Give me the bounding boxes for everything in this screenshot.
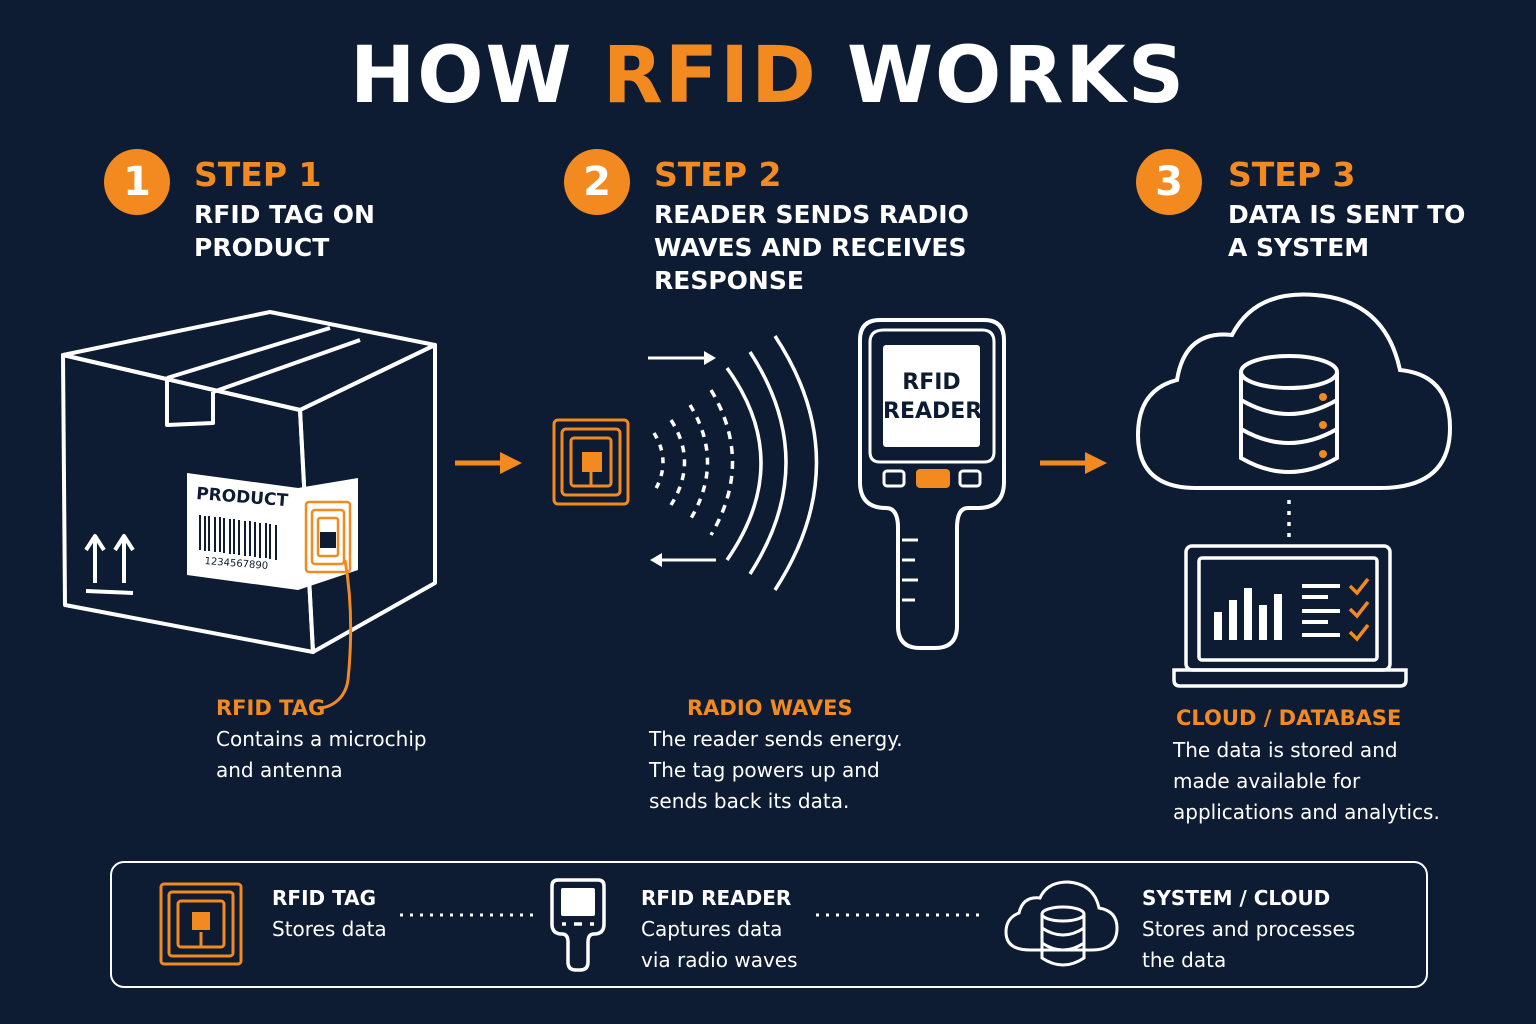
title-part1: HOW	[349, 31, 603, 121]
step-3-label: STEP 3	[1228, 155, 1356, 194]
legend-reader-title: RFID READER	[641, 886, 792, 910]
legend-reader-icon	[550, 878, 606, 972]
title-accent: RFID	[602, 31, 818, 121]
legend-cloud-icon	[1004, 880, 1119, 967]
receive-arrow-icon	[650, 553, 716, 567]
tag-leader-line	[317, 559, 353, 710]
legend-tag-icon	[159, 882, 243, 966]
arrow-right-icon-2	[1040, 452, 1107, 474]
cloud-icon	[1135, 292, 1453, 490]
legend-reader-text: Captures data via radio waves	[641, 917, 798, 972]
caption-radio-waves-title: RADIO WAVES	[687, 696, 853, 720]
step-2-description: READER SENDS RADIO WAVES AND RECEIVES RE…	[654, 200, 969, 295]
legend-cloud-title: SYSTEM / CLOUD	[1142, 886, 1331, 910]
bar-chart-icon	[1214, 588, 1282, 640]
step-2-number-badge: 2	[564, 149, 630, 215]
transmit-arrow-icon	[648, 351, 716, 365]
laptop-icon	[1172, 544, 1408, 688]
caption-cloud-text: The data is stored and made available fo…	[1173, 738, 1440, 824]
caption-cloud-title: CLOUD / DATABASE	[1176, 706, 1402, 730]
reader-screen-line1: RFID	[902, 370, 961, 395]
rfid-reader-icon	[858, 318, 1006, 650]
step-1-label: STEP 1	[194, 155, 322, 194]
page-title: HOW RFID WORKS	[0, 26, 1536, 126]
radio-waves-icon	[652, 335, 819, 591]
checklist-icon	[1302, 577, 1370, 642]
reader-screen-line2: READER	[883, 399, 983, 424]
step-3-number-badge: 3	[1136, 149, 1202, 215]
product-label	[187, 473, 358, 590]
database-icon	[1239, 354, 1339, 474]
rfid-tag-icon	[552, 418, 630, 506]
step-1-number-badge: 1	[104, 149, 170, 215]
caption-radio-waves-text: The reader sends energy. The tag powers …	[649, 727, 903, 813]
arrow-right-icon	[455, 452, 522, 474]
reader-screen: RFID READER	[883, 368, 983, 426]
reader-trigger-button	[916, 469, 950, 488]
legend-panel	[110, 861, 1428, 988]
step-2-label: STEP 2	[654, 155, 782, 194]
caption-rfid-tag-text: Contains a microchip and antenna	[216, 727, 427, 782]
title-part2: WORKS	[817, 31, 1187, 121]
legend-tag-title: RFID TAG	[272, 886, 377, 910]
product-box-icon	[61, 310, 437, 654]
legend-tag-text: Stores data	[272, 917, 387, 941]
legend-cloud-text: Stores and processes the data	[1142, 917, 1356, 972]
caption-rfid-tag-title: RFID TAG	[216, 696, 326, 720]
step-1-description: RFID TAG ON PRODUCT	[194, 200, 375, 262]
step-3-description: DATA IS SENT TO A SYSTEM	[1228, 200, 1466, 262]
